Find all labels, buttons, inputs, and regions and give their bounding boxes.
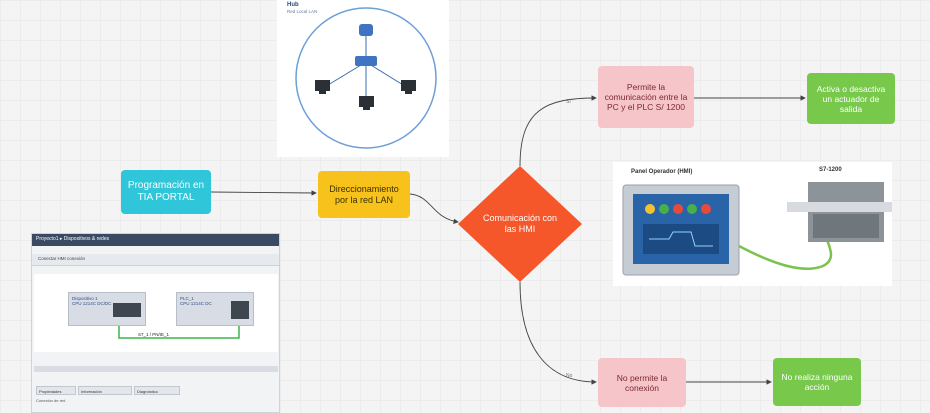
computer-bottom-icon bbox=[359, 96, 374, 107]
tia-device-1-label: Dispositivo 1 CPU 1214C DC/DC bbox=[72, 296, 112, 306]
edge-dir-to-com bbox=[409, 193, 459, 224]
computer-right-icon bbox=[401, 80, 416, 91]
tia-connection-label: S7_1 / PN/IE_1 bbox=[138, 332, 170, 337]
edge-label-no: No bbox=[566, 373, 573, 379]
tia-connection-line bbox=[118, 326, 240, 339]
node-no-realiza[interactable]: No realiza ninguna acción bbox=[773, 358, 861, 406]
tia-tab-3[interactable]: Diagnóstico bbox=[134, 386, 180, 395]
switch-icon bbox=[355, 56, 377, 66]
hmi-label: Panel Operador (HMI) bbox=[631, 169, 693, 175]
tia-device-1: Dispositivo 1 CPU 1214C DC/DC bbox=[68, 292, 146, 326]
node-activa[interactable]: Activa o desactiva un actuador de salida bbox=[807, 73, 895, 124]
edge-com-to-permite bbox=[519, 95, 597, 167]
decision-diamond bbox=[458, 166, 582, 282]
tia-footer: Conexión de red bbox=[36, 398, 66, 403]
router-icon bbox=[359, 24, 373, 36]
node-programacion[interactable]: Programación en TIA PORTAL bbox=[121, 170, 211, 214]
tia-tab-2[interactable]: Información bbox=[78, 386, 132, 395]
hmi-plc-image[interactable]: Panel Operador (HMI) S7-1200 bbox=[613, 162, 892, 286]
node-permite[interactable]: Permite la comunicación entre la PC y el… bbox=[598, 66, 694, 128]
plc-label: S7-1200 bbox=[819, 167, 842, 173]
network-diagram-image[interactable]: Hub Red Local LAN bbox=[277, 0, 449, 157]
edge-com-to-nopermite bbox=[519, 281, 597, 385]
tia-header-text: Proyecto1 ▸ Dispositivos & redes bbox=[36, 236, 110, 242]
tia-portal-screenshot[interactable]: Proyecto1 ▸ Dispositivos & redes Conecta… bbox=[31, 233, 280, 413]
tia-device-2: PLC_1 CPU 1214C DC bbox=[176, 292, 254, 326]
tia-network-view: Dispositivo 1 CPU 1214C DC/DC PLC_1 CPU … bbox=[34, 274, 278, 352]
tia-toolbar-text: Conectar HMI conexión bbox=[38, 256, 86, 261]
tia-device-2-label: PLC_1 CPU 1214C DC bbox=[180, 296, 212, 306]
tia-header: Proyecto1 ▸ Dispositivos & redes bbox=[32, 234, 279, 246]
tia-scrollbar[interactable] bbox=[34, 366, 278, 372]
network-diagram-graphic bbox=[295, 7, 437, 149]
network-title: Hub bbox=[287, 2, 299, 8]
computer-left-icon bbox=[315, 80, 330, 91]
node-direccionamiento[interactable]: Direccionamiento por la red LAN bbox=[318, 171, 410, 218]
node-comunicacion[interactable]: Comunicación con las HMI bbox=[482, 213, 558, 234]
edge-prog-to-dir bbox=[210, 190, 317, 196]
tia-device-1-icon bbox=[113, 303, 141, 317]
hmi-plc-graphic bbox=[622, 182, 892, 276]
edge-label-yes: Sí bbox=[566, 99, 571, 105]
node-no-permite[interactable]: No permite la conexión bbox=[598, 358, 686, 407]
tia-tab-1[interactable]: Propiedades bbox=[36, 386, 76, 395]
tia-tabs: Propiedades Información Diagnóstico bbox=[34, 386, 278, 395]
tia-toolbar: Conectar HMI conexión bbox=[32, 254, 279, 266]
network-subtitle: Red Local LAN bbox=[287, 9, 318, 14]
tia-device-2-icon bbox=[231, 301, 249, 319]
